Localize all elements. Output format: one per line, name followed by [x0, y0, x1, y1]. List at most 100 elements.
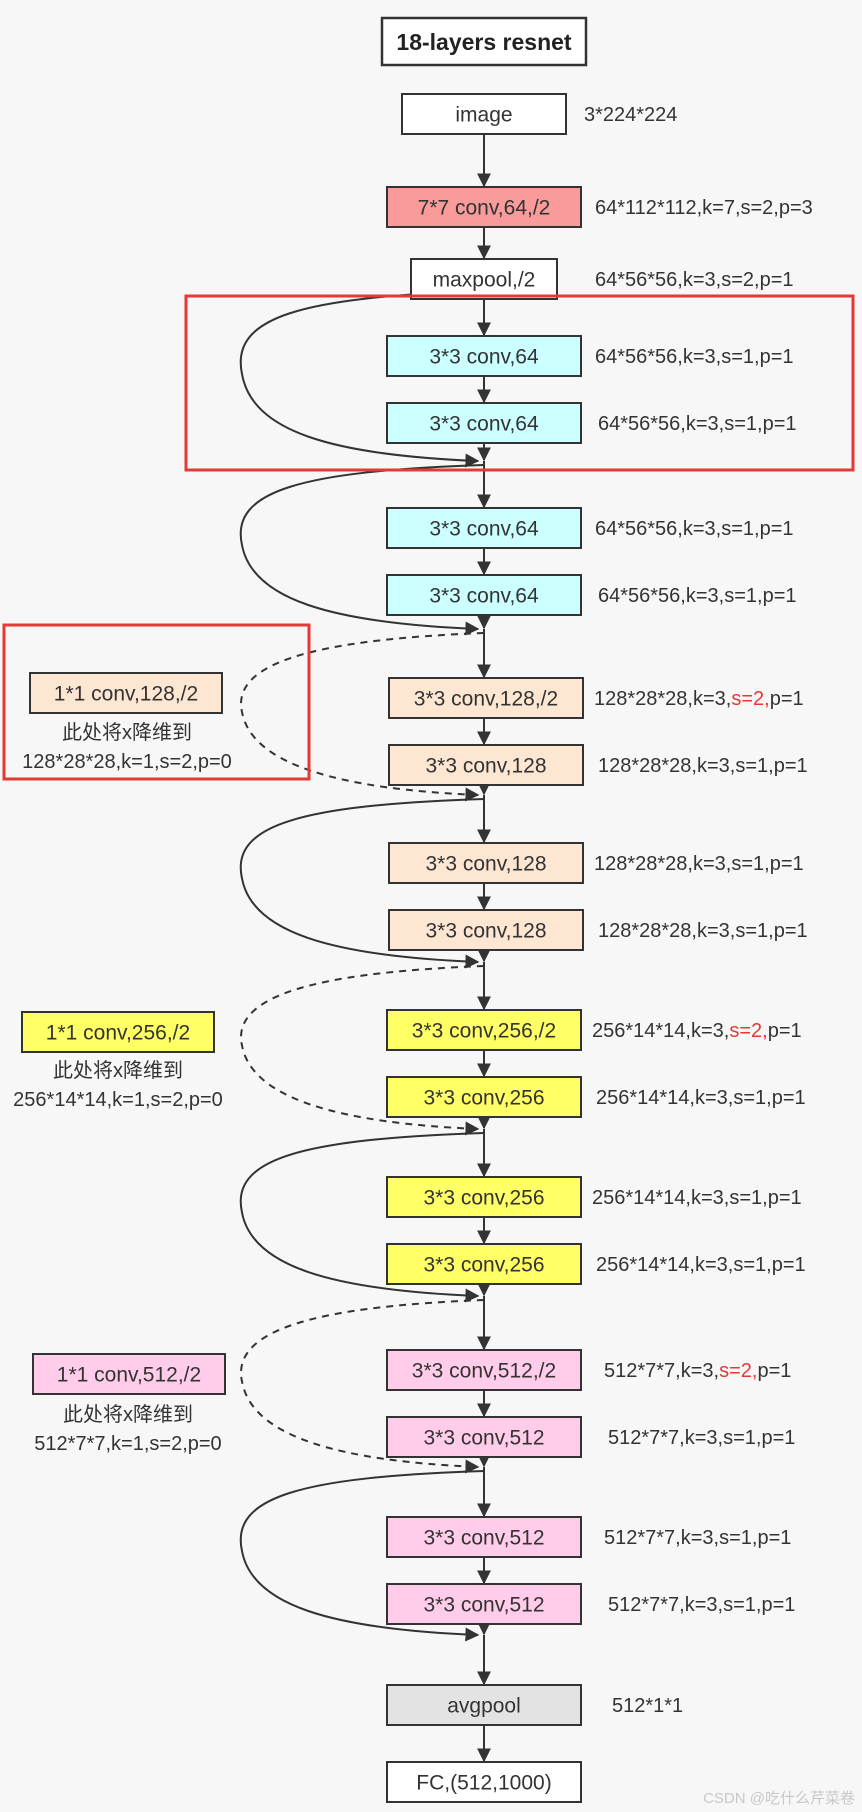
node-annotation: 512*7*7,k=3,s=1,p=1 — [604, 1527, 791, 1549]
node-label: maxpool,/2 — [433, 269, 536, 292]
node-label: 3*3 conv,64 — [429, 585, 539, 608]
node-c128a: 3*3 conv,128,/2 128*28*28,k=3,s=2,p=1 — [388, 677, 804, 719]
annotation-part: 128*28*28,k=3, — [594, 688, 731, 710]
title-box: 18-layers resnet — [380, 16, 588, 67]
diagram-title: 18-layers resnet — [396, 29, 572, 55]
annotation-part: 256*14*14,k=3, — [592, 1020, 729, 1042]
node-c64b: 3*3 conv,64 64*56*56,k=3,s=1,p=1 — [386, 402, 797, 444]
node-label: FC,(512,1000) — [416, 1772, 551, 1795]
node-label: 3*3 conv,64 — [429, 413, 539, 436]
node-label: 3*3 conv,512 — [423, 1427, 544, 1450]
node-annotation: 256*14*14,k=3,s=2,p=1 — [592, 1020, 802, 1042]
node-annotation: 256*14*14,k=3,s=1,p=1 — [596, 1087, 806, 1109]
side-note-line: 512*7*7,k=1,s=2,p=0 — [34, 1433, 221, 1455]
node-box — [386, 1176, 582, 1218]
node-annotation: 128*28*28,k=3,s=1,p=1 — [598, 920, 808, 942]
node-label: 3*3 conv,256 — [423, 1087, 544, 1110]
node-label: 3*3 conv,64 — [429, 346, 539, 369]
side-box-label: 1*1 conv,512,/2 — [57, 1364, 201, 1387]
node-label: 3*3 conv,128 — [425, 920, 546, 943]
annotation-part: p=1 — [770, 688, 804, 710]
node-box — [386, 1243, 582, 1285]
side-down512: 1*1 conv,512,/2 此处将x降维到 512*7*7,k=1,s=2,p=… — [32, 1353, 226, 1455]
identity-shortcut — [239, 1132, 485, 1303]
node-label: image — [455, 104, 512, 127]
side-box-label: 1*1 conv,128,/2 — [54, 683, 198, 706]
node-label: 3*3 conv,256,/2 — [412, 1020, 556, 1043]
node-box — [386, 1416, 582, 1458]
node-annotation: 64*112*112,k=7,s=2,p=3 — [595, 197, 813, 219]
node-annotation: 3*224*224 — [584, 104, 677, 126]
side-note-line: 256*14*14,k=1,s=2,p=0 — [13, 1089, 223, 1111]
node-label: 3*3 conv,64 — [429, 518, 539, 541]
stride-highlight: s=2, — [719, 1360, 757, 1382]
node-annotation: 64*56*56,k=3,s=1,p=1 — [598, 413, 797, 435]
node-annotation: 64*56*56,k=3,s=1,p=1 — [595, 518, 794, 540]
node-conv1: 7*7 conv,64,/2 64*112*112,k=7,s=2,p=3 — [386, 186, 813, 228]
annotation-part: p=1 — [757, 1360, 791, 1382]
node-c128d: 3*3 conv,128 128*28*28,k=3,s=1,p=1 — [388, 909, 808, 951]
node-box — [386, 1009, 582, 1051]
stride-highlight: s=2, — [731, 688, 769, 710]
node-box — [388, 909, 584, 951]
node-box — [386, 574, 582, 616]
node-box — [386, 335, 582, 377]
node-c512c: 3*3 conv,512 512*7*7,k=3,s=1,p=1 — [386, 1516, 791, 1558]
stride-highlight: s=2, — [729, 1020, 767, 1042]
node-box — [388, 842, 584, 884]
node-label: 3*3 conv,128,/2 — [414, 688, 558, 711]
node-fc: FC,(512,1000) — [386, 1761, 582, 1803]
node-label: 3*3 conv,512,/2 — [412, 1360, 556, 1383]
node-label: 7*7 conv,64,/2 — [418, 197, 551, 220]
node-annotation: 512*7*7,k=3,s=2,p=1 — [604, 1360, 791, 1382]
node-c256a: 3*3 conv,256,/2 256*14*14,k=3,s=2,p=1 — [386, 1009, 802, 1051]
side-box — [21, 1011, 215, 1053]
node-label: avgpool — [447, 1695, 521, 1718]
projection-shortcut — [240, 1299, 485, 1474]
node-box — [410, 258, 558, 300]
node-box — [386, 1761, 582, 1803]
node-annotation: 128*28*28,k=3,s=1,p=1 — [598, 755, 808, 777]
side-box-label: 1*1 conv,256,/2 — [46, 1022, 190, 1045]
node-box — [386, 1076, 582, 1118]
watermark: CSDN @吃什么芹菜卷 — [703, 1790, 855, 1807]
node-box — [386, 402, 582, 444]
node-label: 3*3 conv,128 — [425, 755, 546, 778]
node-annotation: 64*56*56,k=3,s=1,p=1 — [595, 346, 794, 368]
node-box — [386, 1583, 582, 1625]
node-annotation: 512*1*1 — [612, 1695, 683, 1717]
node-avgpool: avgpool 512*1*1 — [386, 1684, 683, 1726]
node-label: 3*3 conv,512 — [423, 1527, 544, 1550]
node-annotation: 128*28*28,k=3,s=1,p=1 — [594, 853, 804, 875]
node-box — [386, 507, 582, 549]
side-note-line: 此处将x降维到 — [62, 721, 192, 744]
node-c64a: 3*3 conv,64 64*56*56,k=3,s=1,p=1 — [386, 335, 794, 377]
node-box — [401, 93, 567, 135]
node-box — [386, 186, 582, 228]
projection-shortcut — [240, 632, 485, 802]
node-box — [386, 1349, 582, 1391]
node-c64d: 3*3 conv,64 64*56*56,k=3,s=1,p=1 — [386, 574, 797, 616]
node-label: 3*3 conv,256 — [423, 1187, 544, 1210]
node-image: image 3*224*224 — [401, 93, 677, 135]
node-c256b: 3*3 conv,256 256*14*14,k=3,s=1,p=1 — [386, 1076, 806, 1118]
node-annotation: 512*7*7,k=3,s=1,p=1 — [608, 1427, 795, 1449]
identity-shortcut — [239, 798, 485, 969]
projection-shortcut — [240, 965, 485, 1136]
node-annotation: 64*56*56,k=3,s=1,p=1 — [598, 585, 797, 607]
node-box — [386, 1684, 582, 1726]
node-label: 3*3 conv,512 — [423, 1594, 544, 1617]
side-down256: 1*1 conv,256,/2此处将x降维到256*14*14,k=1,s=2,… — [13, 1011, 223, 1111]
side-box — [32, 1353, 226, 1395]
side-note-line: 此处将x降维到 — [63, 1403, 193, 1426]
node-c512a: 3*3 conv,512,/2 512*7*7,k=3,s=2,p=1 — [386, 1349, 791, 1391]
identity-shortcut — [239, 290, 485, 468]
node-annotation: 256*14*14,k=3,s=1,p=1 — [596, 1254, 806, 1276]
annotation-part: p=1 — [768, 1020, 802, 1042]
node-c512b: 3*3 conv,512 512*7*7,k=3,s=1,p=1 — [386, 1416, 795, 1458]
